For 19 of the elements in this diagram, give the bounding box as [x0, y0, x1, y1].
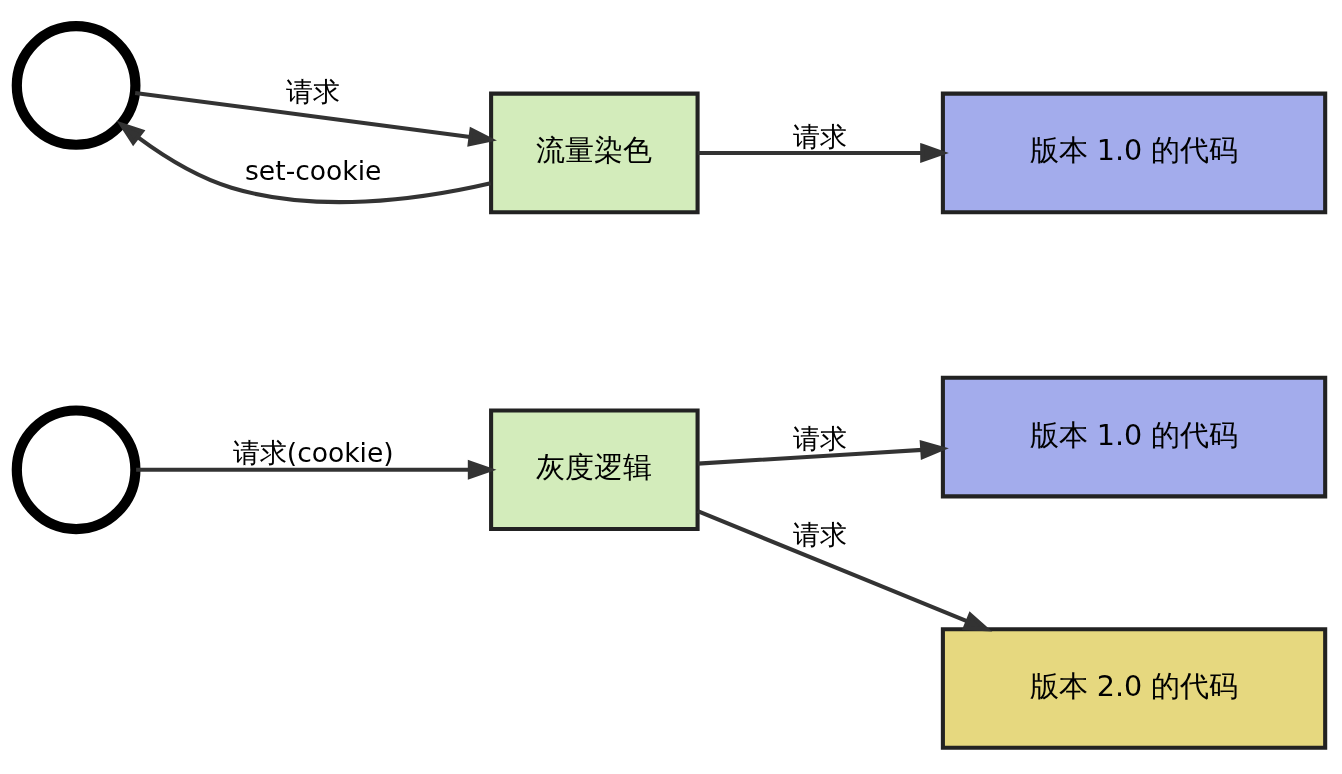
arrow — [697, 509, 993, 632]
node-box: 版本 2.0 的代码 — [940, 627, 1328, 750]
arrow — [116, 120, 492, 205]
edge-label: 请求(cookie) — [232, 437, 394, 469]
arrow — [136, 459, 497, 480]
arrow — [697, 142, 949, 163]
node-box: 灰度逻辑 — [489, 408, 700, 532]
node-person — [11, 405, 141, 535]
node-box: 版本 1.0 的代码 — [940, 91, 1328, 215]
arrow — [134, 90, 497, 147]
node-box: 流量染色 — [489, 91, 700, 215]
node-person — [11, 21, 141, 150]
edge-label: 请求 — [793, 519, 848, 551]
edge-label: 请求 — [793, 423, 848, 455]
edge-label: 请求 — [286, 75, 341, 107]
node-box: 版本 1.0 的代码 — [940, 375, 1328, 499]
edge-label: 请求 — [793, 120, 848, 152]
edge-label: set-cookie — [245, 155, 382, 187]
arrow — [697, 440, 949, 466]
